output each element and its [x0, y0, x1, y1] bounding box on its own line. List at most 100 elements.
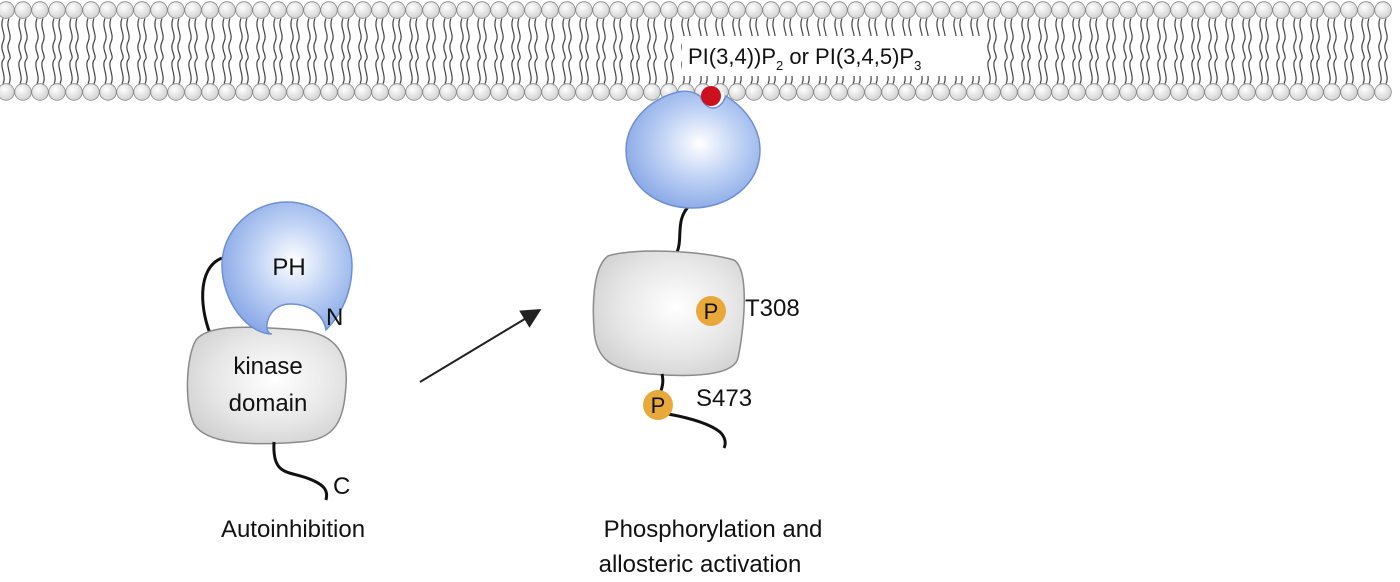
lipid-tail: [1214, 18, 1218, 84]
lipid-tail: [585, 18, 589, 84]
lipid-headgroup: [1357, 1, 1375, 19]
lipid-headgroup: [592, 83, 610, 101]
lipid-headgroup: [779, 1, 797, 19]
activation-caption-line-1: Phosphorylation and: [604, 516, 823, 543]
lipid-tail: [239, 18, 243, 84]
lipid-headgroup: [252, 1, 270, 19]
lipid-tail: [307, 18, 311, 84]
lipid-tail: [1163, 18, 1167, 84]
lipid-headgroup: [235, 1, 253, 19]
phosphate-s473-symbol: P: [651, 393, 666, 418]
lipid-headgroup: [643, 83, 661, 101]
lipid-headgroup: [31, 1, 49, 19]
phosphate-t308-symbol: P: [704, 299, 719, 324]
lipid-tail: [596, 18, 600, 84]
lipid-headgroup: [541, 83, 559, 101]
lipid-headgroup: [388, 1, 406, 19]
lipid-headgroup: [1051, 1, 1069, 19]
lipid-tail: [1027, 18, 1031, 84]
lipid-headgroup: [898, 83, 916, 101]
n-terminus-label: N: [326, 304, 343, 331]
lipid-headgroup: [949, 83, 967, 101]
linker-chain: [201, 256, 223, 339]
lipid-tail: [1089, 18, 1093, 84]
lipid-tail: [1180, 18, 1184, 84]
kinase-label-line-2: domain: [229, 390, 308, 417]
lipid-headgroup: [966, 83, 984, 101]
lipid-headgroup: [269, 83, 287, 101]
lipid-headgroup: [813, 83, 831, 101]
autoinhibition-caption: Autoinhibition: [221, 516, 365, 543]
lipid-tail: [1259, 18, 1263, 84]
lipid-tail: [109, 18, 113, 84]
lipid-headgroup: [558, 83, 576, 101]
lipid-headgroup: [1034, 1, 1052, 19]
lipid-tail: [279, 18, 283, 84]
lipid-headgroup: [1323, 1, 1341, 19]
lipid-tail: [1146, 18, 1150, 84]
lipid-headgroup: [48, 83, 66, 101]
lipid-headgroup: [14, 1, 32, 19]
lipid-headgroup: [1170, 1, 1188, 19]
lipid-headgroup: [677, 1, 695, 19]
lipid-tail: [103, 18, 107, 84]
lipid-tail: [1123, 18, 1127, 84]
phosphate-t308: [696, 296, 726, 326]
lipid-tail: [1106, 18, 1110, 84]
lipid-headgroup: [864, 1, 882, 19]
lipid-headgroup: [1340, 83, 1358, 101]
s473-site-label: S473: [696, 385, 752, 412]
lipid-headgroup: [1238, 83, 1256, 101]
lipid-tail: [92, 18, 96, 84]
activation-caption-line-2: allosteric activation: [599, 551, 802, 578]
lipid-tail: [1174, 18, 1178, 84]
lipid-tail: [1265, 18, 1269, 84]
lipid-headgroup: [626, 1, 644, 19]
lipid-headgroup: [405, 1, 423, 19]
lipid-headgroup: [354, 1, 372, 19]
lipid-tail: [1384, 18, 1388, 84]
lipid-headgroup: [82, 83, 100, 101]
lipid-headgroup: [1136, 1, 1154, 19]
transition-arrow: [419, 308, 542, 383]
lipid-headgroup: [983, 1, 1001, 19]
lipid-headgroup: [1051, 83, 1069, 101]
lipid-tail: [41, 18, 45, 84]
lipid-headgroup: [1068, 1, 1086, 19]
lipid-headgroup: [796, 83, 814, 101]
lipid-tail: [205, 18, 209, 84]
lipid-tail: [987, 18, 991, 84]
lipid-headgroup: [694, 1, 712, 19]
lipid-headgroup: [592, 1, 610, 19]
lipid-tail: [1191, 18, 1195, 84]
lipid-headgroup: [303, 83, 321, 101]
lipid-tail: [1072, 18, 1076, 84]
linker-chain-active: [674, 203, 692, 255]
lipid-headgroup: [524, 1, 542, 19]
lipid-headgroup: [864, 83, 882, 101]
lipid-headgroup: [116, 1, 134, 19]
lipid-tail: [137, 18, 141, 84]
lipid-tail: [392, 18, 396, 84]
lipid-headgroup: [116, 83, 134, 101]
lipid-tail: [534, 18, 538, 84]
lipid-tail: [171, 18, 175, 84]
lipid-tail: [993, 18, 997, 84]
lipid-tail: [1361, 18, 1365, 84]
lipid-headgroup: [983, 83, 1001, 101]
lipid-tail: [143, 18, 147, 84]
lipid-headgroup: [1068, 83, 1086, 101]
lipid-headgroup: [286, 1, 304, 19]
lipid-headgroup: [252, 83, 270, 101]
lipid-tail: [483, 18, 487, 84]
lipid-headgroup: [1204, 1, 1222, 19]
lipid-headgroup: [745, 83, 763, 101]
lipid-tail: [256, 18, 260, 84]
lipid-headgroup: [1000, 1, 1018, 19]
lipid-headgroup: [779, 83, 797, 101]
lipid-tail: [449, 18, 453, 84]
lipid-tail: [381, 18, 385, 84]
lipid-headgroup: [1272, 83, 1290, 101]
phosphoinositide-headgroup: [701, 86, 721, 106]
c-terminal-tail: [272, 441, 329, 501]
